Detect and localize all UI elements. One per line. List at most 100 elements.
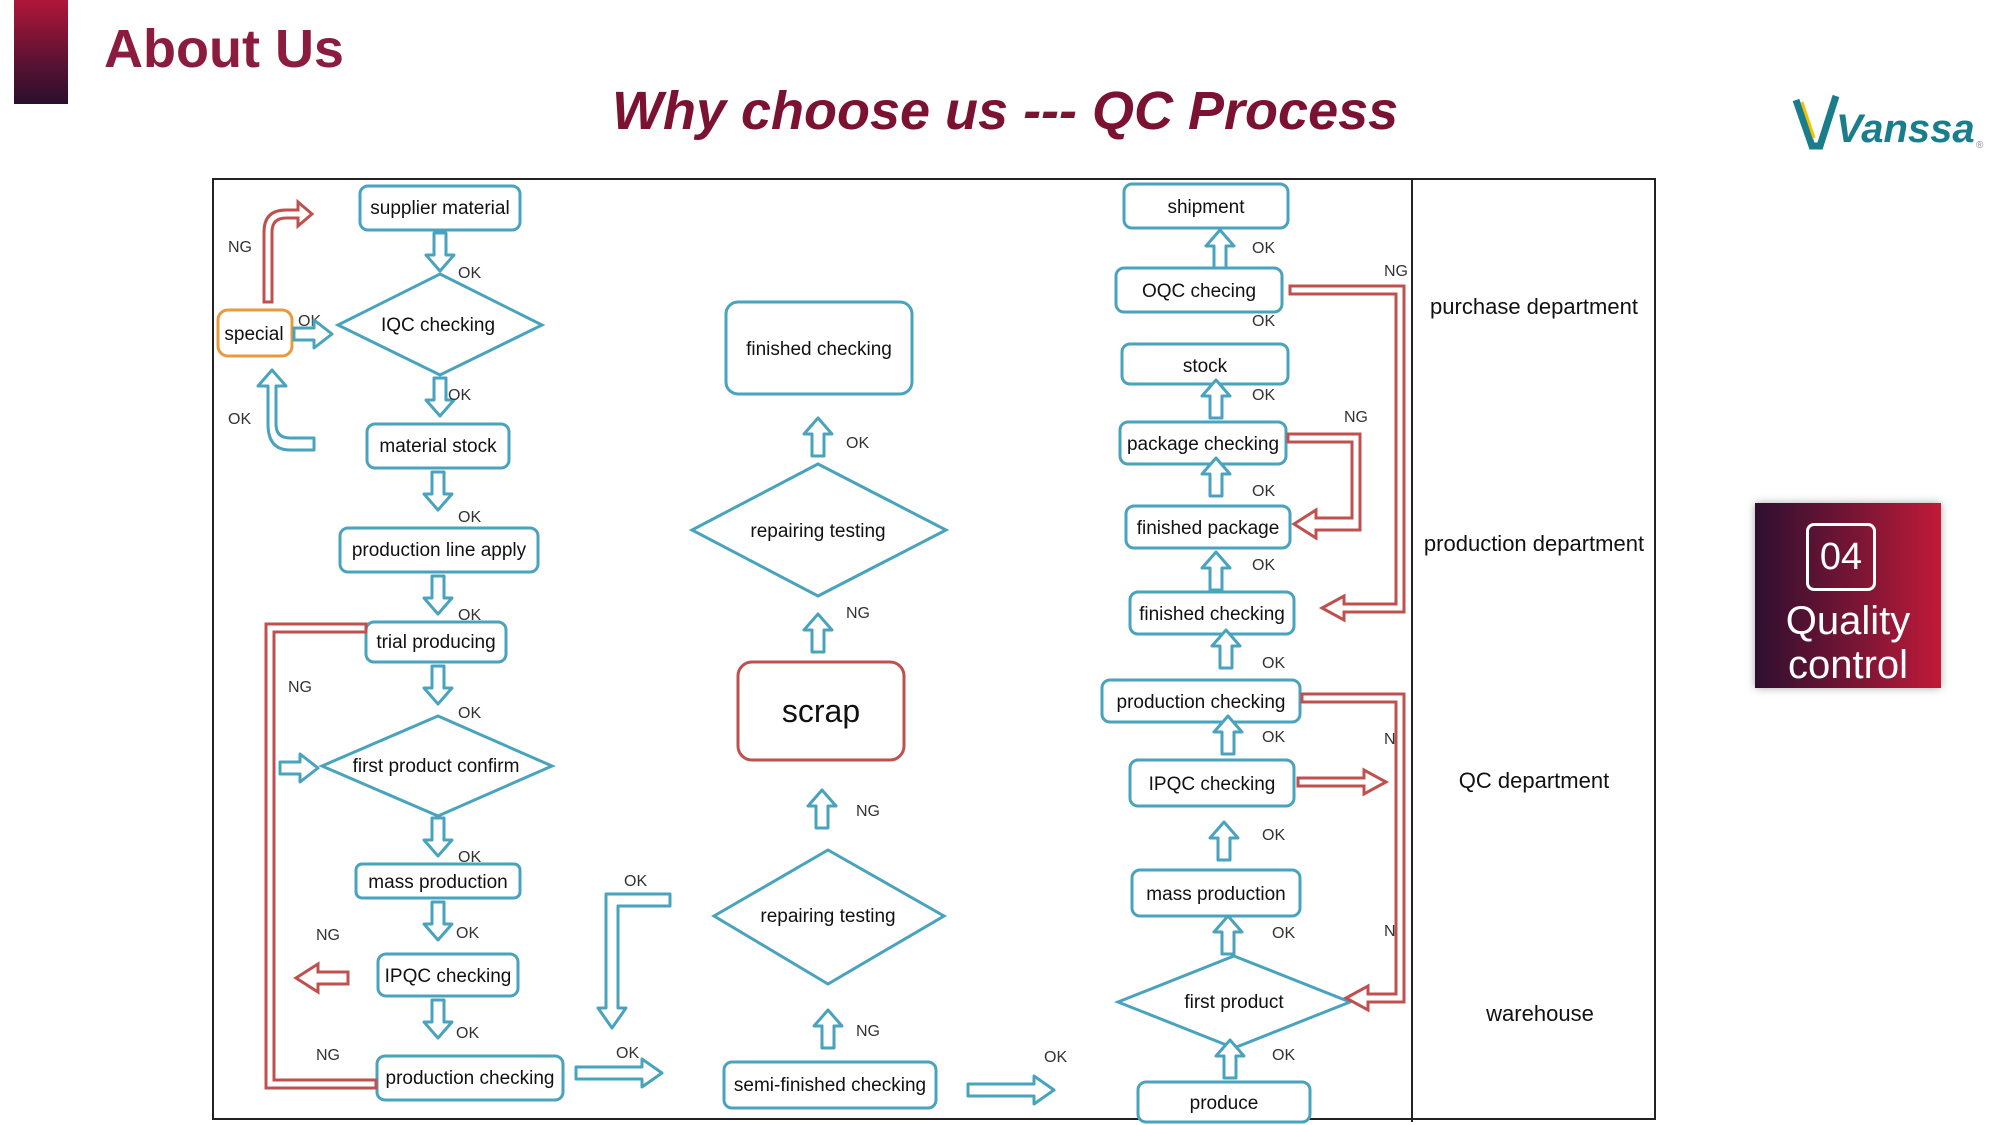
- node-finished-checking-right-label: finished checking: [1139, 604, 1285, 625]
- dept-qc: QC department: [1459, 768, 1609, 793]
- edge-ng: NG: [288, 679, 312, 696]
- section-number: 04: [1806, 523, 1876, 591]
- node-production-checking-left: [375, 1054, 565, 1102]
- edge-ok: OK: [228, 411, 251, 428]
- node-first-product-confirm: [318, 714, 556, 818]
- edge-ok: OK: [458, 265, 481, 282]
- node-mass-production-left: [354, 862, 522, 900]
- node-shipment-label: shipment: [1167, 197, 1245, 218]
- node-special-label: special: [224, 324, 283, 345]
- dept-purchase: purchase department: [1430, 294, 1638, 319]
- edge-ng: NG: [316, 927, 340, 944]
- edge-ok: OK: [448, 387, 471, 404]
- edge-n: N: [1384, 923, 1396, 940]
- node-repairing-testing-bottom-label: repairing testing: [760, 906, 895, 927]
- node-finished-checking-mid: [724, 300, 914, 396]
- edge-ok: OK: [458, 509, 481, 526]
- node-produce-label: produce: [1190, 1093, 1259, 1114]
- node-oqc-checking: [1114, 266, 1284, 314]
- node-material-stock-label: material stock: [379, 436, 497, 457]
- edge-ok: OK: [456, 1025, 479, 1042]
- node-mass-production-right: [1130, 868, 1302, 918]
- edge-ok: OK: [1262, 827, 1285, 844]
- edge-ok: OK: [1252, 313, 1275, 330]
- section-badge: 04 Quality control: [1755, 503, 1941, 688]
- section-label-line1: Quality: [1785, 599, 1911, 643]
- edge-ok: OK: [456, 925, 479, 942]
- node-trial-producing-label: trial producing: [376, 632, 495, 653]
- node-special: [216, 308, 294, 358]
- node-repairing-testing-top-label: repairing testing: [750, 521, 885, 542]
- node-stock: [1120, 342, 1290, 386]
- node-stock-label: stock: [1183, 356, 1228, 377]
- node-finished-checking-mid-label: finished checking: [746, 339, 892, 360]
- edge-ng: NG: [228, 239, 252, 256]
- node-finished-checking-right: [1128, 590, 1296, 636]
- edge-ok: OK: [1252, 483, 1275, 500]
- node-production-line-apply: [338, 526, 540, 574]
- node-ipqc-checking-right: [1128, 758, 1296, 808]
- node-production-line-apply-label: production line apply: [352, 540, 527, 561]
- node-production-checking-right: [1100, 678, 1302, 724]
- node-shipment: [1122, 182, 1290, 230]
- node-finished-package: [1124, 504, 1292, 550]
- node-semi-finished-checking: [722, 1060, 938, 1110]
- node-produce: [1136, 1080, 1312, 1124]
- edge-ok: OK: [458, 849, 481, 866]
- node-iqc-checking: [334, 272, 546, 377]
- node-ipqc-checking-left-label: IPQC checking: [385, 966, 512, 987]
- diagram-frame: [212, 178, 1656, 1120]
- brand-logo: Vanssa ®: [1792, 94, 1984, 151]
- node-first-product-label: first product: [1184, 992, 1284, 1013]
- edge-ok: OK: [1262, 655, 1285, 672]
- logo-text: Vanssa: [1836, 107, 1975, 151]
- node-mass-production-right-label: mass production: [1146, 884, 1285, 905]
- node-scrap: [736, 660, 906, 762]
- edge-ok: OK: [846, 435, 869, 452]
- node-semi-finished-checking-label: semi-finished checking: [734, 1075, 926, 1096]
- svg-text:®: ®: [1976, 140, 1984, 151]
- edge-ok: OK: [616, 1045, 639, 1062]
- node-oqc-checking-label: OQC checing: [1142, 281, 1256, 302]
- node-ipqc-checking-left: [376, 952, 520, 998]
- node-package-checking-label: package checking: [1127, 434, 1279, 455]
- edge-ok: OK: [624, 873, 647, 890]
- node-repairing-testing-top: [688, 462, 950, 598]
- edge-ng: NG: [856, 1023, 880, 1040]
- edge-ng: NG: [1344, 409, 1368, 426]
- edge-ok: OK: [1272, 925, 1295, 942]
- edge-n: N: [1384, 731, 1396, 748]
- edge-ok: OK: [458, 607, 481, 624]
- node-ipqc-checking-right-label: IPQC checking: [1149, 774, 1276, 795]
- node-trial-producing: [364, 620, 508, 664]
- node-iqc-checking-label: IQC checking: [381, 315, 495, 336]
- edge-ok: OK: [458, 705, 481, 722]
- node-material-stock: [365, 422, 511, 470]
- edge-ok: OK: [1252, 240, 1275, 257]
- edge-ok: OK: [1044, 1049, 1067, 1066]
- node-mass-production-left-label: mass production: [368, 872, 507, 893]
- edge-ok: OK: [1252, 387, 1275, 404]
- edge-ok: OK: [1262, 729, 1285, 746]
- node-finished-package-label: finished package: [1137, 518, 1280, 539]
- page-title: About Us: [104, 19, 344, 79]
- node-production-checking-right-label: production checking: [1117, 692, 1286, 713]
- edge-ng: NG: [1384, 263, 1408, 280]
- accent-bar: [14, 0, 68, 104]
- node-scrap-label: scrap: [782, 693, 860, 729]
- edge-ng: NG: [316, 1047, 340, 1064]
- dept-production: production department: [1424, 531, 1644, 556]
- node-repairing-testing-bottom: [711, 848, 947, 986]
- node-first-product-confirm-label: first product confirm: [353, 756, 520, 777]
- node-supplier-material-label: supplier material: [370, 198, 509, 219]
- node-production-checking-left-label: production checking: [386, 1068, 555, 1089]
- edge-ok: OK: [1272, 1047, 1295, 1064]
- dept-warehouse: warehouse: [1485, 1001, 1594, 1026]
- node-supplier-material: [358, 184, 522, 232]
- section-label-line2: control: [1787, 643, 1909, 687]
- page-subtitle: Why choose us --- QC Process: [612, 81, 1399, 141]
- edge-ng: NG: [846, 605, 870, 622]
- edge-ng: NG: [856, 803, 880, 820]
- node-package-checking: [1118, 420, 1288, 466]
